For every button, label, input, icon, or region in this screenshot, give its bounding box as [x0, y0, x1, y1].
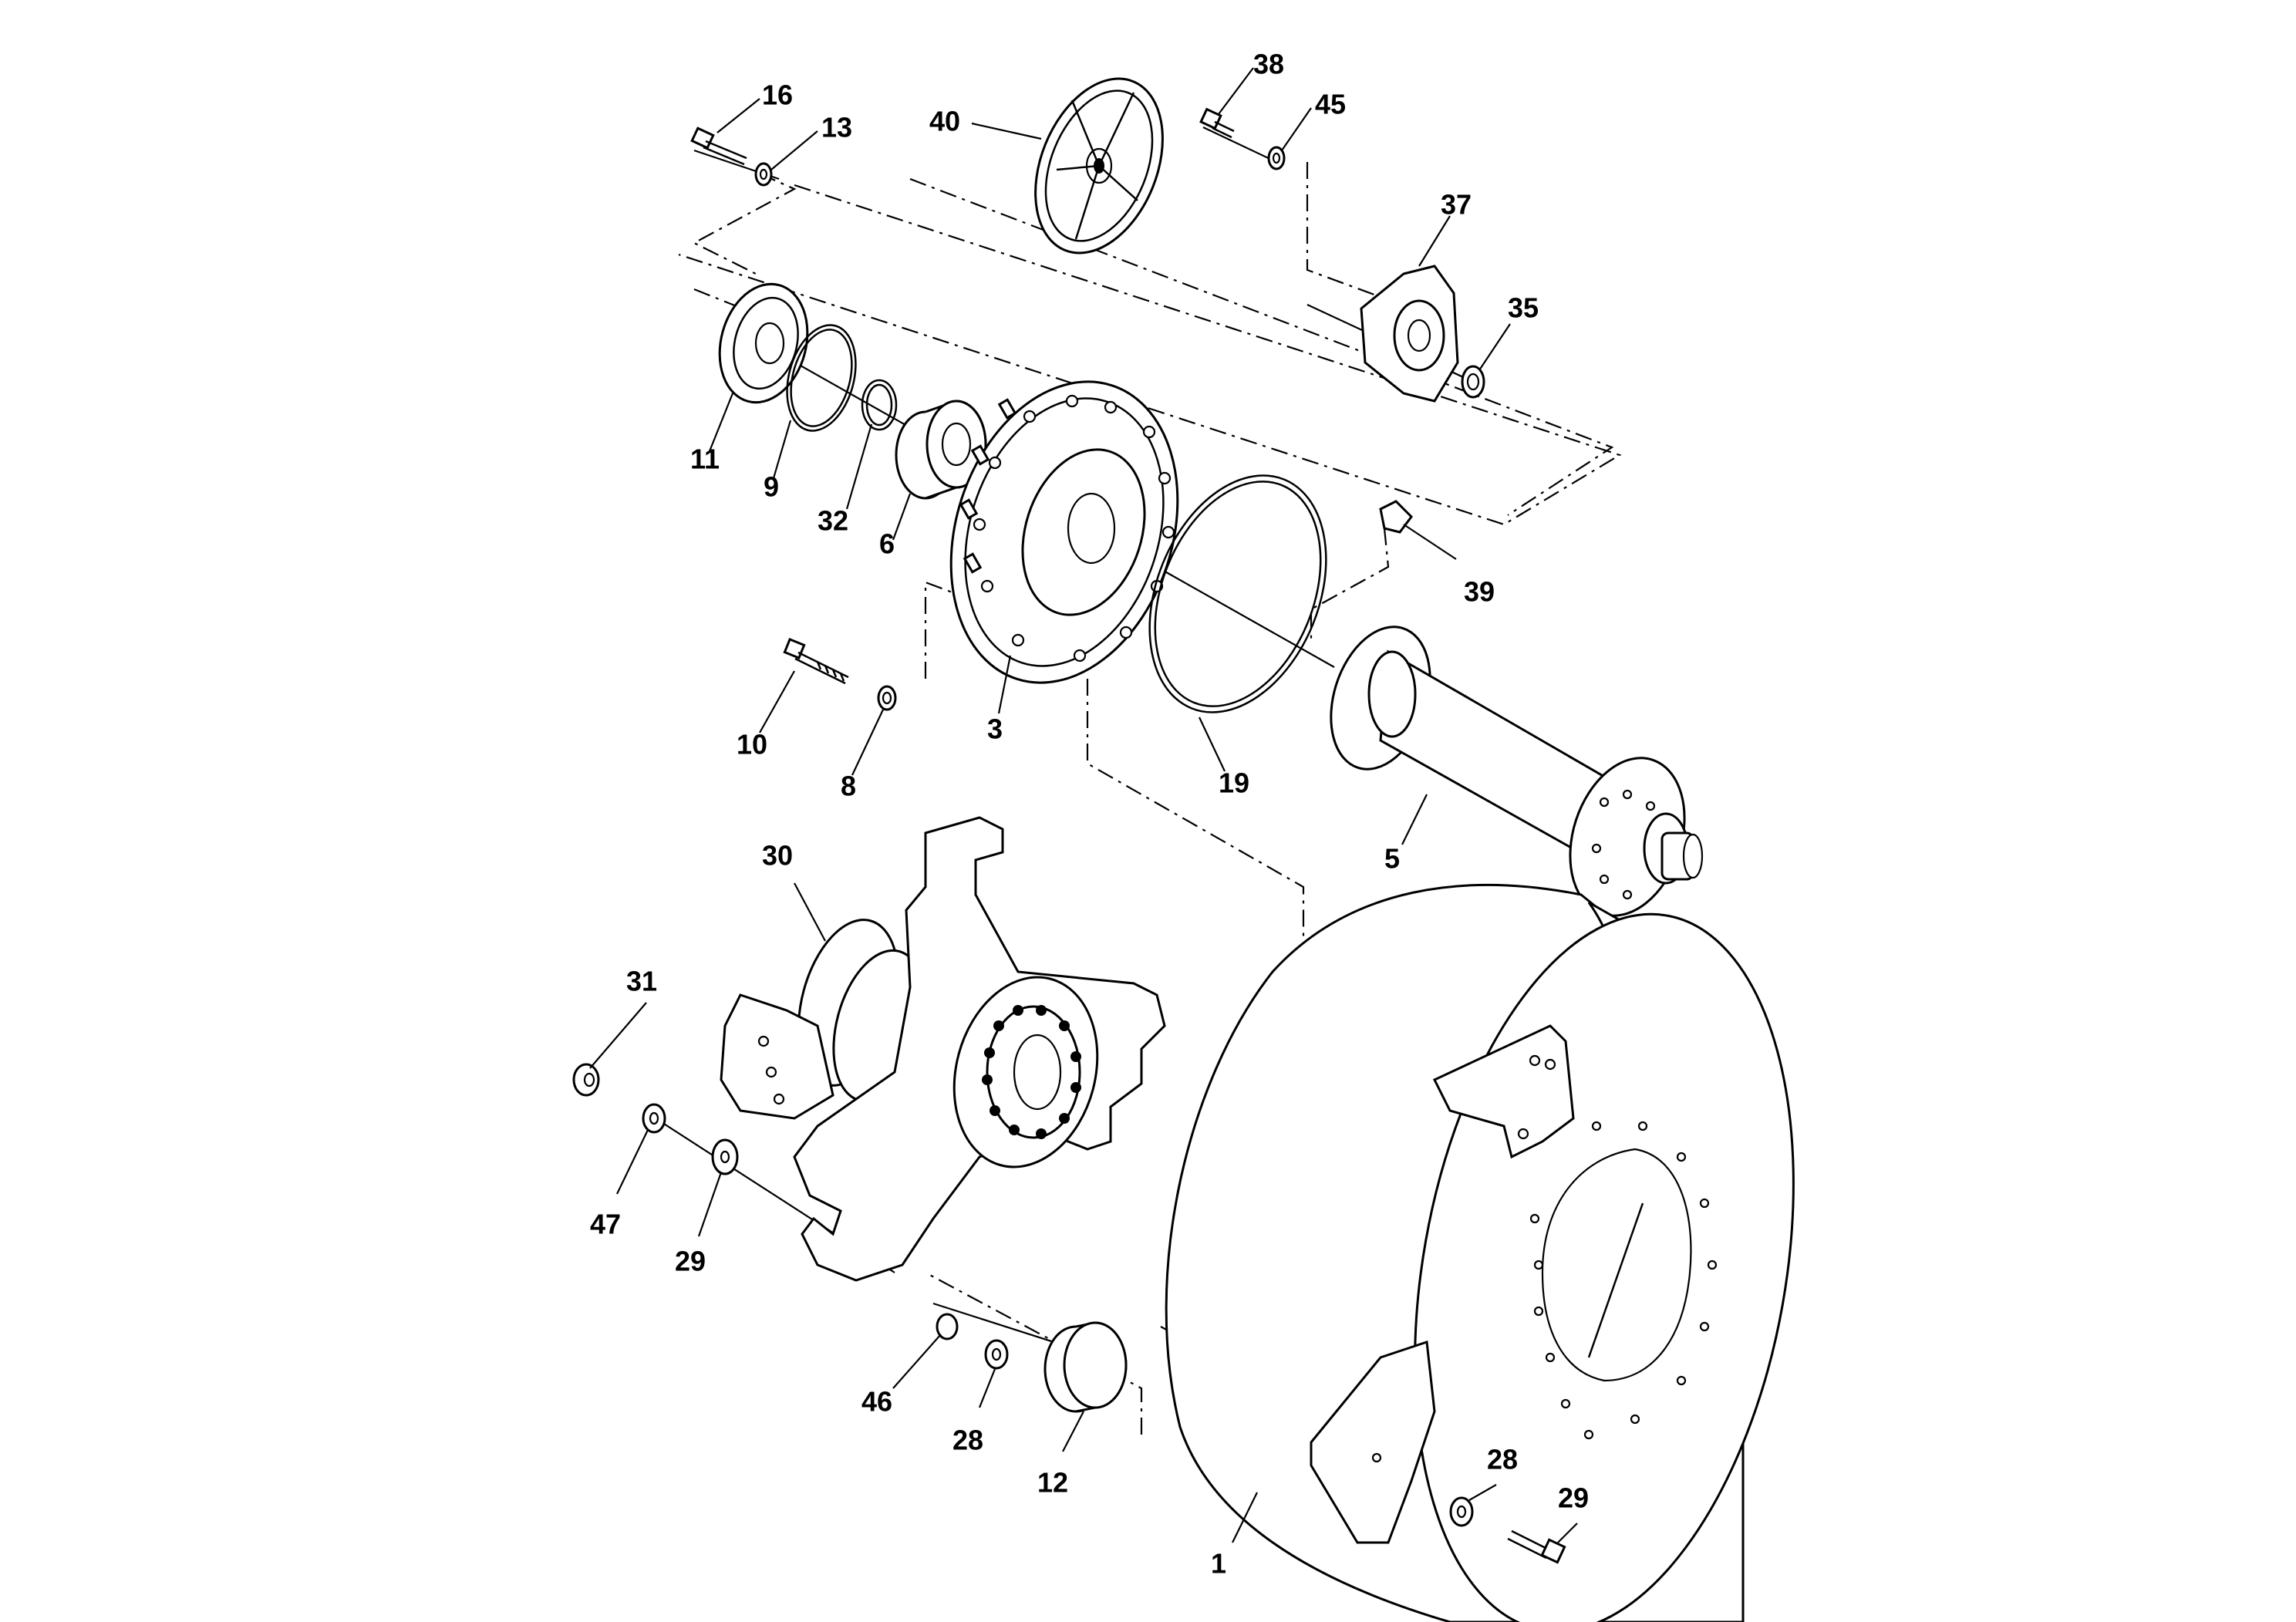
- callout-6: 6: [879, 528, 895, 560]
- callout-19: 19: [1219, 767, 1249, 799]
- callout-3: 3: [987, 713, 1003, 745]
- callout-9: 9: [764, 471, 779, 503]
- o-ring-9: [786, 324, 857, 432]
- washer-35: [1461, 365, 1485, 399]
- bolt-38: [1199, 107, 1235, 139]
- callout-39: 39: [1464, 576, 1495, 608]
- callout-5: 5: [1384, 843, 1400, 875]
- leader-lines: [589, 67, 1578, 1543]
- nut-32: [572, 1063, 600, 1097]
- callout-28-right: 28: [1487, 1444, 1518, 1475]
- callout-8: 8: [841, 771, 856, 802]
- callout-40: 40: [929, 106, 960, 137]
- callout-37: 37: [1441, 189, 1472, 221]
- seal-plate-11: [718, 282, 809, 404]
- cap-16: [1043, 1321, 1128, 1413]
- callout-12: 13: [821, 112, 852, 143]
- washer-47: [642, 1103, 666, 1134]
- washer-12: [754, 162, 773, 187]
- callout-36: 32: [818, 505, 848, 537]
- callout-45: 45: [1315, 89, 1346, 120]
- callout-11: 11: [690, 443, 720, 475]
- bolt-13: [690, 126, 747, 166]
- callout-30: 30: [762, 840, 793, 872]
- spoked-disc-40: [1034, 77, 1164, 255]
- drum-1: [1165, 883, 1795, 1622]
- washer-45: [1267, 146, 1286, 170]
- callout-labels: 16 13 40 38 45 37 35 11 9 32 6 39 3 10 8…: [590, 49, 1589, 1580]
- washer-31: [711, 1138, 739, 1175]
- nut-46: [936, 1313, 959, 1340]
- snap-ring-36: [861, 379, 898, 431]
- callout-31: 29: [675, 1246, 706, 1277]
- callout-13: 16: [762, 79, 793, 111]
- callout-29: 29: [1558, 1482, 1589, 1514]
- washer-28-right: [1449, 1496, 1474, 1527]
- callout-28-left: 28: [952, 1425, 983, 1456]
- flange-3: [949, 380, 1179, 684]
- shaft-5: [1330, 626, 1704, 917]
- key-39: [1379, 500, 1413, 534]
- callout-35: 35: [1508, 292, 1539, 324]
- callout-1: 1: [1211, 1548, 1226, 1580]
- bolt-29: [1507, 1529, 1566, 1564]
- o-ring-19: [1148, 474, 1327, 713]
- callout-10: 10: [737, 729, 767, 760]
- bracket-30: [720, 816, 1166, 1282]
- callout-16: 12: [1037, 1467, 1068, 1499]
- callout-38: 38: [1253, 49, 1284, 80]
- callout-47: 47: [590, 1209, 621, 1240]
- plate-37: [1360, 265, 1459, 403]
- washer-8: [877, 685, 897, 711]
- callout-46: 46: [861, 1386, 892, 1418]
- washer-28-left: [984, 1339, 1009, 1370]
- bolt-10: [783, 637, 849, 685]
- callout-32: 31: [626, 966, 657, 997]
